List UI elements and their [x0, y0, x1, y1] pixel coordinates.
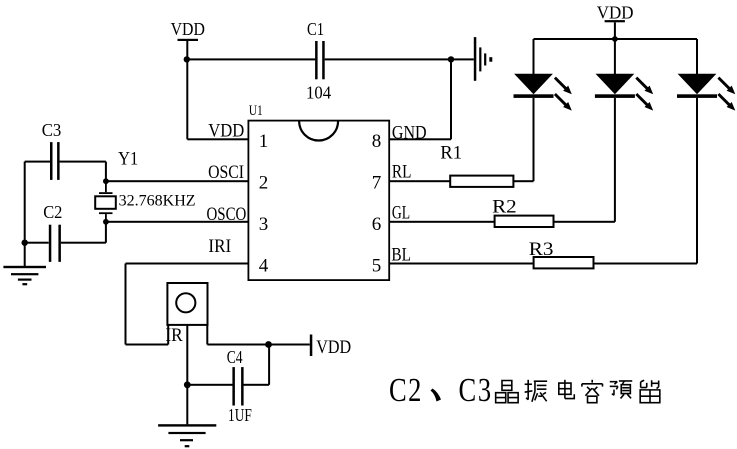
svg-text:2: 2 — [408, 371, 421, 409]
svg-text:5: 5 — [372, 255, 382, 276]
svg-text:7: 7 — [372, 173, 382, 194]
svg-text:VDD: VDD — [208, 121, 244, 142]
svg-text:OSCO: OSCO — [207, 204, 247, 225]
svg-text:IR: IR — [165, 325, 183, 346]
svg-text:IRI: IRI — [208, 236, 231, 257]
svg-text:2: 2 — [259, 173, 269, 194]
svg-text:C: C — [389, 371, 407, 409]
svg-text:Y1: Y1 — [118, 149, 138, 170]
svg-text:R3: R3 — [529, 239, 554, 260]
svg-text:BL: BL — [391, 244, 411, 265]
svg-text:C4: C4 — [227, 347, 243, 367]
svg-text:C3: C3 — [42, 120, 62, 140]
svg-text:RL: RL — [392, 162, 412, 183]
svg-text:VDD: VDD — [171, 19, 205, 39]
svg-text:1UF: 1UF — [228, 405, 252, 425]
svg-text:C1: C1 — [307, 19, 324, 39]
svg-text:GND: GND — [392, 123, 427, 144]
svg-text:GL: GL — [392, 203, 410, 224]
svg-text:VDD: VDD — [316, 337, 351, 358]
svg-text:6: 6 — [372, 214, 382, 235]
svg-text:1: 1 — [259, 131, 269, 152]
svg-text:OSCI: OSCI — [208, 162, 244, 183]
svg-text:3: 3 — [259, 214, 269, 235]
svg-text:U1: U1 — [249, 103, 263, 119]
svg-text:C2: C2 — [43, 202, 62, 222]
svg-text:32.768KHZ: 32.768KHZ — [119, 193, 196, 210]
svg-text:104: 104 — [306, 83, 331, 103]
svg-text:4: 4 — [259, 255, 269, 276]
svg-text:R1: R1 — [440, 143, 462, 164]
svg-text:3: 3 — [478, 371, 491, 409]
svg-text:VDD: VDD — [597, 3, 634, 23]
svg-text:8: 8 — [372, 131, 382, 152]
svg-text:R2: R2 — [492, 196, 517, 217]
svg-text:C: C — [458, 371, 476, 409]
